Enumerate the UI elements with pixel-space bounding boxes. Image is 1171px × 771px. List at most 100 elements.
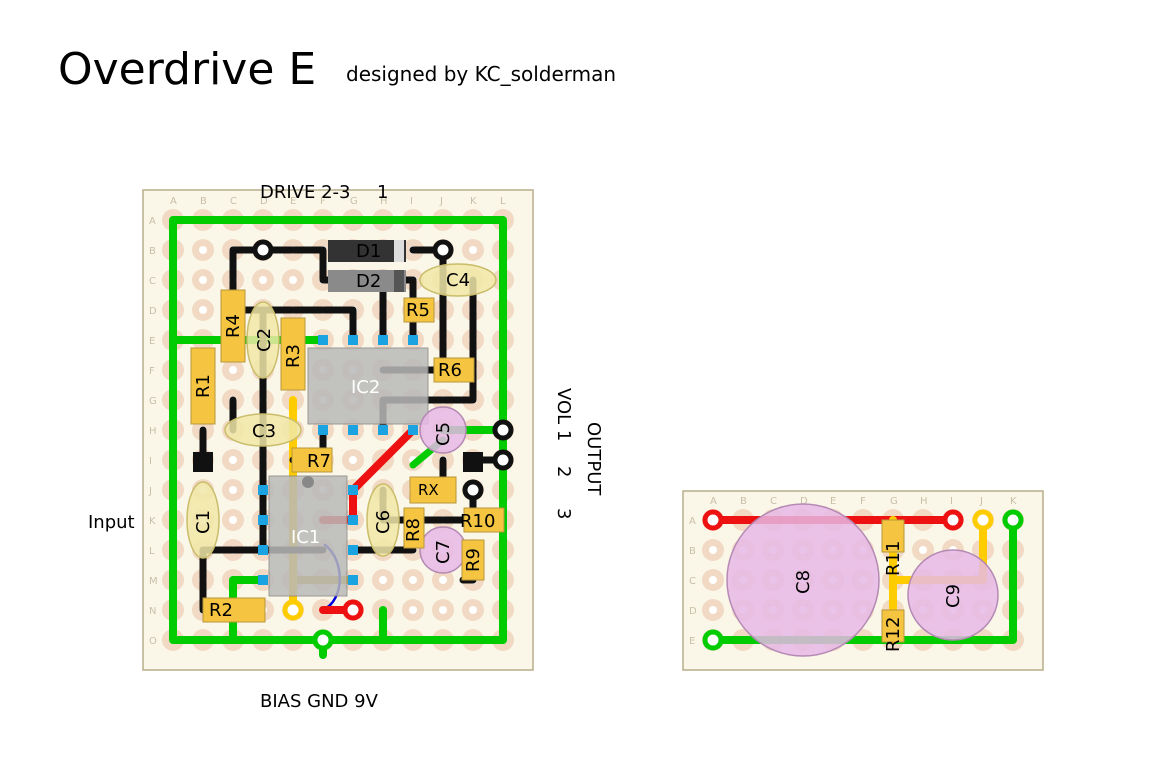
column-label: F: [860, 496, 866, 507]
row-label: B: [689, 546, 696, 557]
bias-pad: [282, 599, 304, 621]
r1-label: R1: [193, 374, 214, 398]
output-pin1: [492, 419, 514, 441]
hole-center: [289, 276, 297, 284]
r9-label: R9: [463, 548, 484, 572]
column-label: I: [410, 196, 413, 207]
d1-label: D1: [356, 241, 382, 262]
r7-label: R7: [307, 451, 331, 472]
row-label: A: [689, 516, 696, 527]
c6-body: [366, 483, 400, 557]
column-label: E: [290, 196, 296, 207]
small-bias-pad: [972, 509, 994, 531]
bias-gnd-9v-label: BIAS GND 9V: [260, 691, 378, 712]
row-label: B: [149, 246, 156, 257]
column-label: G: [350, 196, 358, 207]
r9-body: [461, 539, 485, 581]
row-label: O: [149, 636, 157, 647]
hole-center: [199, 306, 207, 314]
r11-body: [881, 519, 905, 553]
row-label: G: [149, 396, 157, 407]
c1-label: C1: [193, 509, 214, 534]
power-pad: [342, 599, 364, 621]
column-label: C: [770, 496, 777, 507]
hole-center: [229, 486, 237, 494]
output-square-pad: [463, 452, 483, 472]
row-label: H: [149, 426, 157, 437]
row-label: E: [149, 336, 155, 347]
c8-body: [726, 503, 880, 657]
row-label: A: [149, 216, 156, 227]
column-label: B: [740, 496, 747, 507]
r8-body: [403, 507, 425, 549]
ground-rail: [169, 216, 507, 644]
ic1: [258, 475, 358, 597]
hole-center: [409, 576, 417, 584]
column-label: F: [320, 196, 326, 207]
hole-center: [199, 246, 207, 254]
column-label: E: [830, 496, 836, 507]
small-gnd-pad: [1002, 509, 1024, 531]
vol-pin3-label: 3: [553, 508, 574, 520]
output-pin2: [492, 449, 514, 471]
page-title: Overdrive E: [58, 44, 317, 95]
hole-center: [229, 366, 237, 374]
small-power-pad: [702, 509, 724, 531]
row-label: N: [149, 606, 156, 617]
column-label: D: [260, 196, 268, 207]
d2-label: D2: [356, 271, 382, 292]
c9-label: C9: [943, 583, 964, 608]
drive-label: DRIVE 2-3: [260, 182, 351, 203]
column-label: J: [439, 196, 443, 207]
r10-body: [463, 507, 505, 533]
c8-label: C8: [793, 569, 814, 594]
output-label: OUTPUT: [583, 422, 604, 496]
vol-pin2-label: 2: [553, 466, 574, 478]
r6-label: R6: [438, 360, 462, 381]
rx-label: RX: [418, 481, 439, 499]
hole-center: [709, 606, 717, 614]
row-label: E: [689, 636, 695, 647]
c6-label: C6: [373, 509, 394, 534]
column-label: J: [979, 496, 983, 507]
r11-label: R11: [883, 540, 904, 576]
r3-body: [280, 317, 306, 391]
ic2-label: IC2: [351, 377, 381, 398]
c5-label: C5: [433, 421, 454, 446]
row-label: I: [149, 456, 152, 467]
hole-center: [409, 606, 417, 614]
column-label: A: [710, 496, 717, 507]
r5-body: [403, 297, 435, 323]
r3-label: R3: [283, 344, 304, 368]
c2-label: C2: [254, 327, 275, 352]
r2-label: R2: [209, 600, 233, 621]
row-label: D: [689, 606, 697, 617]
c4-label: C4: [446, 270, 471, 291]
row-label: J: [148, 486, 152, 497]
drive-pin1: [432, 239, 454, 261]
r6-body: [433, 357, 475, 383]
r4-label: R4: [223, 314, 244, 338]
column-label: K: [470, 196, 477, 207]
c4-body: [419, 263, 497, 297]
r12-label: R12: [883, 616, 904, 652]
gnd-pad: [312, 629, 334, 651]
row-label: C: [149, 276, 156, 287]
r4-body: [220, 289, 246, 363]
d1: [328, 240, 406, 262]
column-label: G: [890, 496, 898, 507]
output-pin3: [462, 479, 484, 501]
hole-center: [229, 516, 237, 524]
column-label: D: [800, 496, 808, 507]
vol-label: VOL 1: [553, 388, 574, 442]
column-label: C: [230, 196, 237, 207]
c3-body: [224, 413, 302, 447]
row-label: D: [149, 306, 157, 317]
column-label: H: [380, 196, 388, 207]
c3-label: C3: [252, 421, 277, 442]
ic1-label: IC1: [291, 527, 321, 548]
ic2: [307, 335, 429, 435]
